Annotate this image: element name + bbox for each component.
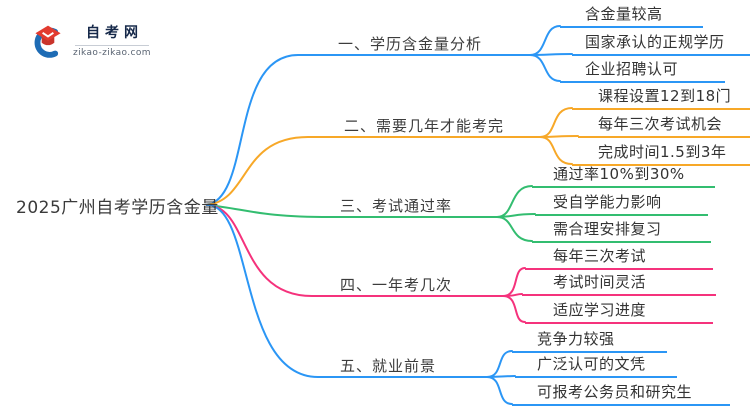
branch-2-child-curve-1 xyxy=(539,107,573,138)
branch-5-subtopic-3: 可报考公务员和研究生 xyxy=(512,380,730,406)
branch-3-main-curve xyxy=(206,204,498,218)
branch-5-main-curve xyxy=(206,203,488,378)
branch-1-subtopic-1: 含金量较高 xyxy=(560,2,703,28)
branch-4-main-curve xyxy=(206,204,504,297)
branch-5-subtopic-1: 竞争力较强 xyxy=(512,327,667,353)
branch-5-child-curve-3 xyxy=(486,376,513,405)
logo-cap-chevron xyxy=(42,31,54,38)
graduation-cap-icon xyxy=(34,25,61,58)
branch-4-subtopic-2: 考试时间灵活 xyxy=(522,270,716,296)
branch-3-subtopic-2: 受自学能力影响 xyxy=(535,190,708,216)
branch-2-subtopic-2: 每年三次考试机会 xyxy=(578,112,750,138)
logo-text-block: 自考网 zikao-zikao.com xyxy=(73,22,151,58)
branch-1-subtopic-2: 国家承认的正规学历 xyxy=(572,30,750,56)
branch-3-subtopic-3: 需合理安排复习 xyxy=(532,217,711,243)
branch-5-label: 五、就业前景 xyxy=(340,357,437,375)
branch-1-child-curve-2 xyxy=(529,53,573,56)
branch-1-connectors xyxy=(206,25,573,206)
branch-1-label: 一、学历含金量分析 xyxy=(338,35,483,53)
branch-5-connectors xyxy=(206,203,516,405)
branch-4-subtopic-3: 适应学习进度 xyxy=(525,298,713,324)
branch-5-child-curve-1 xyxy=(486,350,513,378)
branch-2-child-curve-2 xyxy=(539,135,579,138)
branch-1-main-curve xyxy=(206,54,531,206)
branch-1-subtopic-3: 企业招聘认可 xyxy=(560,57,725,83)
branch-4-child-curve-3 xyxy=(502,295,526,323)
branch-3-child-curve-1 xyxy=(496,185,533,218)
logo-cap-board-shape xyxy=(35,25,61,41)
branch-2-subtopic-3: 完成时间1.5到3年 xyxy=(572,140,750,166)
branch-3-subtopic-1: 通过率10%到30% xyxy=(532,162,715,188)
branch-3-connectors xyxy=(206,185,536,242)
branch-4-connectors xyxy=(206,204,526,323)
branch-3-child-curve-3 xyxy=(496,216,533,242)
branch-2-label: 二、需要几年才能考完 xyxy=(344,117,505,135)
logo-divider xyxy=(74,45,149,46)
branch-1-child-curve-3 xyxy=(529,54,561,82)
branch-4-label: 四、一年考几次 xyxy=(340,276,453,294)
branch-2-main-curve xyxy=(206,136,541,206)
central-topic: 2025广州自考学历含金量 xyxy=(16,198,219,218)
branch-4-subtopic-1: 每年三次考试 xyxy=(525,244,713,270)
logo-domain-text: zikao-zikao.com xyxy=(73,48,151,58)
site-logo: 自考网 zikao-zikao.com xyxy=(30,20,151,60)
branch-2-subtopic-1: 课程设置12到18门 xyxy=(572,84,750,110)
branch-5-subtopic-2: 广泛认可的文凭 xyxy=(515,352,677,378)
logo-brand-name: 自考网 xyxy=(85,25,143,41)
branch-2-connectors xyxy=(206,107,579,206)
branch-2-child-curve-3 xyxy=(539,136,573,165)
branch-3-label: 三、考试通过率 xyxy=(340,197,453,215)
branch-1-child-curve-1 xyxy=(529,25,561,56)
